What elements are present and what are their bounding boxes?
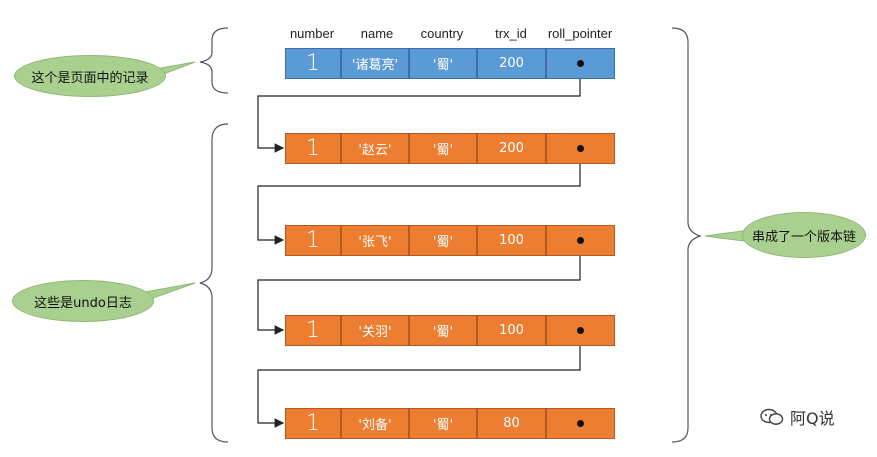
pointer-dot-icon [577, 145, 584, 152]
header-number: number [289, 26, 335, 41]
cell-number: 1 [285, 315, 341, 346]
callout-version-chain-text: 串成了一个版本链 [751, 229, 856, 245]
cell-country: '蜀' [409, 133, 477, 164]
header-name: name [360, 26, 394, 41]
watermark: 阿Q说 [760, 405, 835, 429]
cell-country: '蜀' [409, 315, 477, 346]
pointer-line-1 [257, 62, 581, 153]
pointer-dot-icon [577, 237, 584, 244]
undo-row-3: 1 '关羽' '蜀' 100 [285, 315, 615, 346]
cell-country: '蜀' [409, 48, 477, 79]
cell-trx-id: 100 [477, 225, 546, 256]
header-country: country [420, 26, 464, 41]
undo-row-1: 1 '赵云' '蜀' 200 [285, 133, 615, 164]
brace-chain [671, 27, 702, 443]
callout-page-record-text: 这个是页面中的记录 [31, 70, 149, 86]
cell-roll-pointer [546, 48, 615, 79]
cell-name: '赵云' [341, 133, 409, 164]
cell-number: 1 [285, 133, 341, 164]
cell-country: '蜀' [409, 408, 477, 439]
cell-name: '张飞' [341, 225, 409, 256]
brace-undo [199, 123, 229, 443]
cell-roll-pointer [546, 315, 615, 346]
callout-page-record: 这个是页面中的记录 [14, 55, 166, 97]
callout-undo-logs-text: 这些是undo日志 [34, 295, 132, 311]
watermark-text: 阿Q说 [790, 409, 835, 428]
cell-trx-id: 100 [477, 315, 546, 346]
pointer-dot-icon [577, 420, 584, 427]
cell-trx-id: 80 [477, 408, 546, 439]
record-row: 1 '诸葛亮' '蜀' 200 [285, 48, 615, 79]
pointer-line-2 [257, 148, 581, 245]
header-trx-id: trx_id [495, 26, 527, 41]
cell-roll-pointer [546, 408, 615, 439]
cell-roll-pointer [546, 225, 615, 256]
cell-name: '诸葛亮' [341, 48, 409, 79]
callout-version-chain: 串成了一个版本链 [742, 212, 866, 258]
pointer-line-3 [257, 240, 581, 335]
undo-row-4: 1 '刘备' '蜀' 80 [285, 408, 615, 439]
cell-number: 1 [285, 48, 341, 79]
cell-country: '蜀' [409, 225, 477, 256]
brace-record [199, 27, 229, 94]
callout-undo-logs: 这些是undo日志 [12, 280, 154, 322]
undo-row-2: 1 '张飞' '蜀' 100 [285, 225, 615, 256]
pointer-dot-icon [577, 60, 584, 67]
cell-number: 1 [285, 408, 341, 439]
wechat-icon [760, 408, 784, 425]
cell-trx-id: 200 [477, 133, 546, 164]
header-roll-pointer: roll_pointer [547, 26, 613, 41]
cell-name: '关羽' [341, 315, 409, 346]
cell-name: '刘备' [341, 408, 409, 439]
cell-roll-pointer [546, 133, 615, 164]
pointer-line-4 [257, 330, 581, 428]
cell-number: 1 [285, 225, 341, 256]
cell-trx-id: 200 [477, 48, 546, 79]
pointer-dot-icon [577, 327, 584, 334]
